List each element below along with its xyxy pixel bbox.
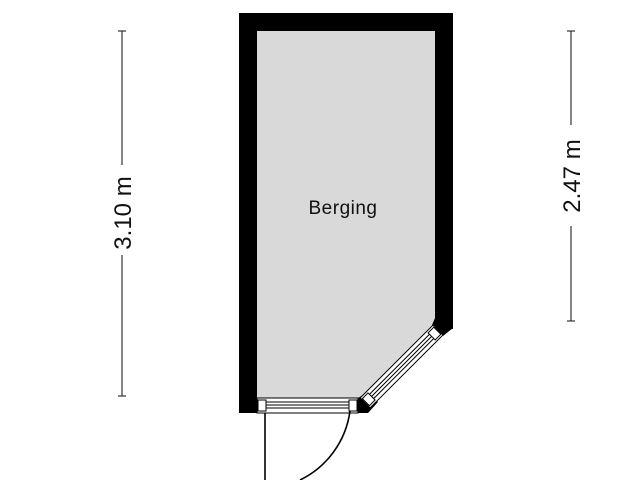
room-floor — [257, 31, 435, 400]
dimension-right-label: 2.47 m — [559, 139, 586, 212]
dimension-left — [118, 30, 126, 397]
door-swing — [264, 410, 351, 480]
room-label: Berging — [309, 198, 378, 219]
dimension-right — [567, 30, 575, 322]
diagonal-window — [359, 324, 444, 409]
door-frame — [256, 397, 359, 414]
walls — [239, 13, 453, 413]
dimension-left-label: 3.10 m — [110, 176, 137, 249]
